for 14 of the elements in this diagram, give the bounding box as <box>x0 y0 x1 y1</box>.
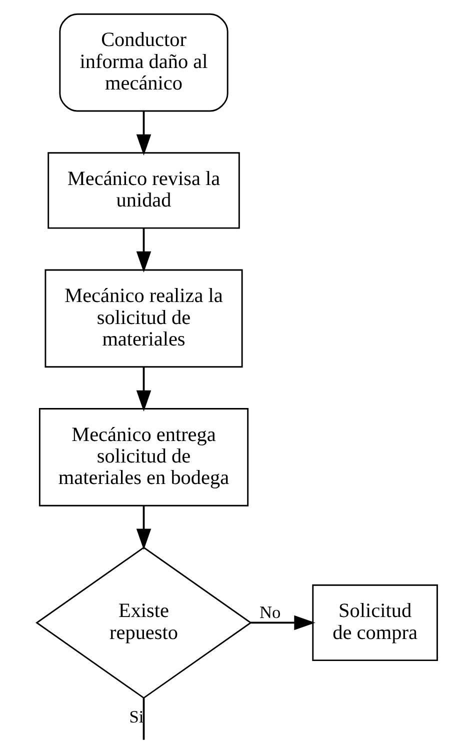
node-box: Mecánico revisa la unidad <box>47 152 240 229</box>
arrow <box>136 228 151 273</box>
connector <box>142 698 144 740</box>
node-box: Conductor informa daño al mecánico <box>58 13 228 112</box>
edge-label: Si <box>128 708 144 727</box>
arrow <box>250 615 315 630</box>
arrow <box>136 506 151 550</box>
node-box: Mecánico realiza la solicitud de materiales <box>44 269 242 368</box>
node-box: Mecánico entrega solicitud de materiales en bodega <box>38 408 248 506</box>
node-diamond: Existe repuesto <box>35 546 252 699</box>
arrow <box>136 367 151 412</box>
arrow <box>136 111 151 156</box>
node-box: Solicitud de compra <box>312 584 438 662</box>
edge-label: No <box>258 602 280 622</box>
